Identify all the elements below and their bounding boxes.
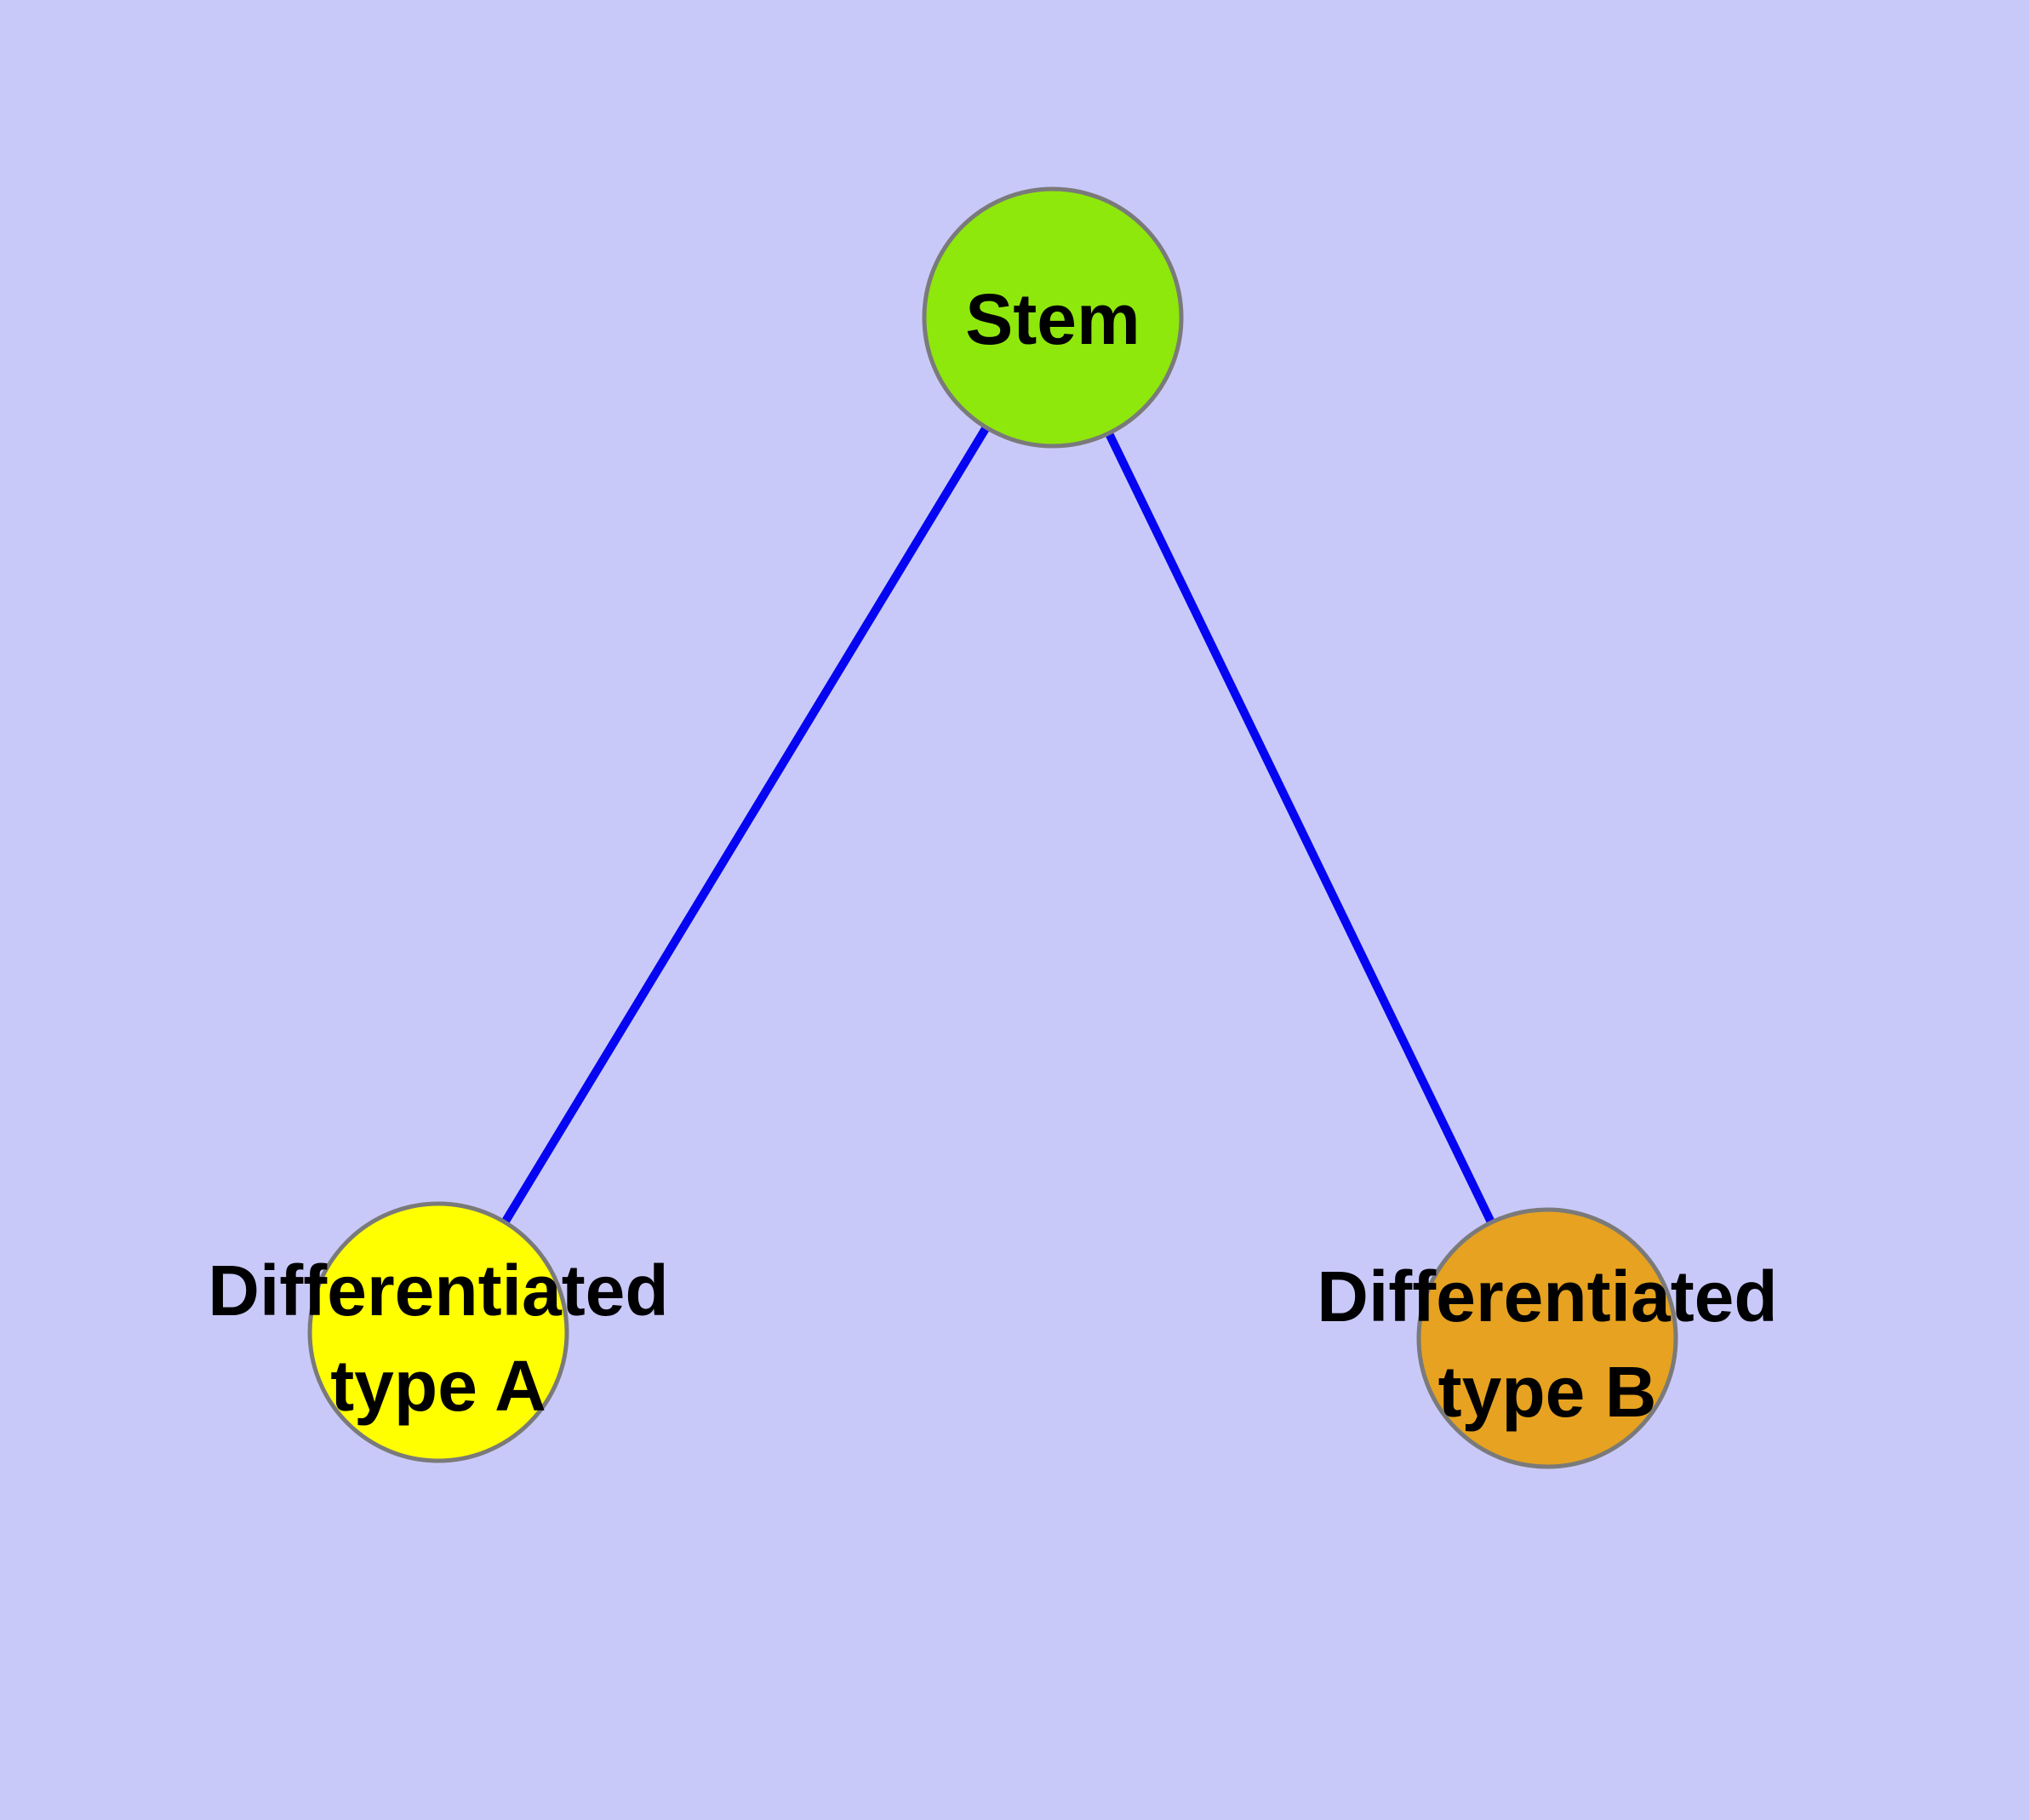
edge-stem-to-type-a xyxy=(434,315,1057,1335)
node-differentiated-type-b[interactable] xyxy=(1416,1207,1678,1469)
node-type-b-label-line1: Differentiated xyxy=(1317,1256,1777,1336)
node-type-a-label-line1: Differentiated xyxy=(208,1251,668,1331)
edge-stem-to-type-b xyxy=(1049,315,1552,1341)
node-type-b-label-line2: type B xyxy=(1438,1352,1657,1432)
node-type-a-label-line2: type A xyxy=(330,1346,546,1426)
node-differentiated-type-a[interactable] xyxy=(307,1201,569,1463)
node-stem[interactable] xyxy=(922,186,1184,449)
node-stem-label: Stem xyxy=(965,279,1140,359)
